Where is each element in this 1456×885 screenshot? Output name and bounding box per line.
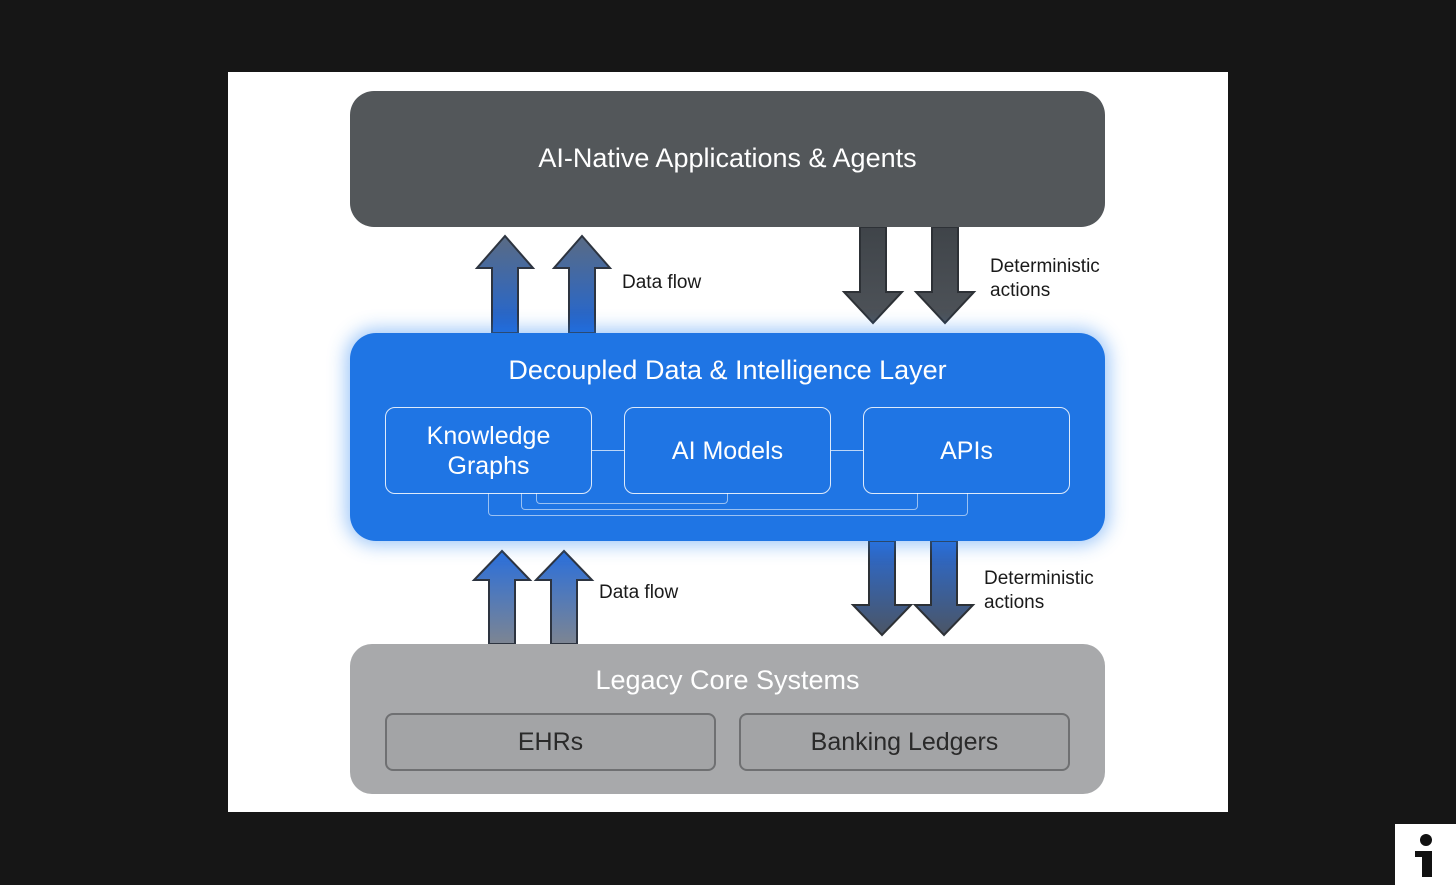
tray-outline — [521, 493, 918, 510]
deterministic-actions-label: Deterministic actions — [990, 256, 1100, 301]
connector-line — [831, 450, 863, 451]
apis-box: APIs — [863, 407, 1070, 494]
legacy-core-systems-layer: Legacy Core Systems EHRs Banking Ledgers — [350, 644, 1105, 794]
ai-native-applications-layer: AI-Native Applications & Agents — [350, 91, 1105, 227]
layer-title: Decoupled Data & Intelligence Layer — [508, 355, 947, 385]
tray-outline — [488, 493, 968, 516]
info-badge[interactable] — [1395, 824, 1456, 885]
tray-outline — [536, 493, 728, 504]
data-flow-label: Data flow — [622, 272, 702, 293]
info-icon — [1414, 833, 1432, 877]
ai-models-box: AI Models — [624, 407, 831, 494]
layer-title: Legacy Core Systems — [595, 665, 860, 695]
deterministic-actions-label: Deterministic actions — [984, 568, 1094, 613]
data-flow-label: Data flow — [599, 582, 679, 603]
connector-line — [592, 450, 624, 451]
ehrs-box: EHRs — [385, 713, 716, 771]
layer-title: AI-Native Applications & Agents — [538, 143, 917, 173]
banking-ledgers-box: Banking Ledgers — [739, 713, 1070, 771]
decoupled-intelligence-layer: Decoupled Data & Intelligence Layer Know… — [350, 333, 1105, 541]
knowledge-graphs-box: Knowledge Graphs — [385, 407, 592, 494]
